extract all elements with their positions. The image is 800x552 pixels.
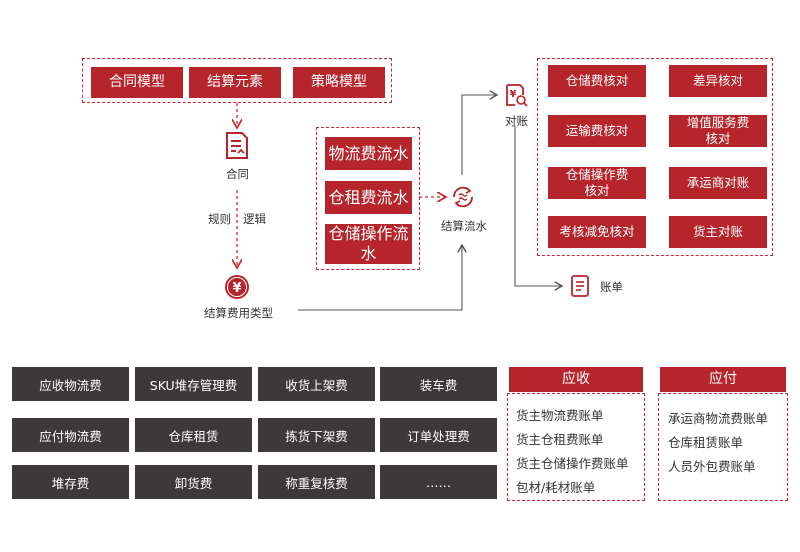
flow-operation[interactable]: 仓储操作流水 — [325, 224, 412, 264]
logic-label: 逻辑 — [243, 212, 266, 226]
fee-loading[interactable]: 装车费 — [380, 367, 497, 401]
check-exemption[interactable]: 考核减免核对 — [548, 216, 646, 248]
inputs-group — [82, 58, 392, 103]
bill-label: 账单 — [600, 280, 623, 294]
svg-text:¥: ¥ — [510, 89, 517, 100]
payable-group — [658, 393, 788, 501]
fee-payable-logistics[interactable]: 应付物流费 — [12, 418, 129, 452]
flow-rent[interactable]: 仓租费流水 — [325, 181, 412, 214]
fee-type-label: 结算费用类型 — [204, 306, 273, 320]
svg-text:¥: ¥ — [232, 281, 241, 296]
fee-weighing[interactable]: 称重复核费 — [258, 465, 375, 499]
fee-picking[interactable]: 拣货下架费 — [258, 418, 375, 452]
yen-coin-icon: ¥ — [225, 275, 249, 299]
owner-reconcile[interactable]: 货主对账 — [669, 216, 767, 248]
contract-icon — [226, 132, 248, 159]
input-settle-element[interactable]: 结算元素 — [189, 67, 281, 98]
fee-receivable-logistics[interactable]: 应收物流费 — [12, 367, 129, 401]
arrow-reconcile-to-bill — [514, 126, 562, 286]
check-difference[interactable]: 差异核对 — [669, 65, 767, 97]
flows-group — [316, 127, 420, 270]
check-value-added-fee[interactable]: 增值服务费核对 — [669, 115, 767, 147]
receivable-group — [507, 393, 645, 501]
receivable-item: 货主仓租费账单 — [516, 432, 604, 447]
fee-receiving[interactable]: 收货上架费 — [258, 367, 375, 401]
fee-sku-storage[interactable]: SKU堆存管理费 — [135, 367, 252, 401]
check-transport-fee[interactable]: 运输费核对 — [548, 115, 646, 147]
fee-order-processing[interactable]: 订单处理费 — [380, 418, 497, 452]
bill-icon — [571, 275, 589, 297]
receivable-item: 货主仓储操作费账单 — [516, 456, 629, 471]
check-operation-fee[interactable]: 仓储操作费核对 — [548, 167, 646, 199]
check-storage-fee[interactable]: 仓储费核对 — [548, 65, 646, 97]
input-strategy-model[interactable]: 策略模型 — [293, 67, 385, 98]
fee-storage[interactable]: 堆存费 — [12, 465, 129, 499]
arrow-feetype-to-settle — [298, 245, 462, 311]
receivable-item: 货主物流费账单 — [516, 408, 604, 423]
input-contract-model[interactable]: 合同模型 — [91, 67, 183, 98]
settle-flow-label: 结算流水 — [441, 219, 487, 233]
receivable-title: 应收 — [509, 367, 643, 392]
fee-warehouse-lease[interactable]: 仓库租赁 — [135, 418, 252, 452]
carrier-reconcile[interactable]: 承运商对账 — [669, 167, 767, 199]
payable-item: 仓库租赁账单 — [668, 435, 744, 450]
flow-logistics[interactable]: 物流费流水 — [325, 137, 412, 170]
fee-unloading[interactable]: 卸货费 — [135, 465, 252, 499]
receivable-item: 包材/耗材账单 — [516, 480, 596, 495]
fee-more[interactable]: …… — [380, 465, 497, 499]
reconcile-label: 对账 — [505, 114, 528, 128]
contract-label: 合同 — [226, 167, 249, 181]
reconcile-icon: ¥ — [506, 84, 528, 107]
payable-item: 人员外包费账单 — [668, 459, 756, 474]
payable-item: 承运商物流费账单 — [668, 411, 769, 426]
reconcile-group — [537, 58, 773, 256]
settle-cycle-icon — [453, 186, 473, 208]
rule-label: 规则 — [208, 212, 231, 226]
payable-title: 应付 — [660, 367, 786, 392]
arrow-settle-to-reconcile — [461, 95, 497, 175]
